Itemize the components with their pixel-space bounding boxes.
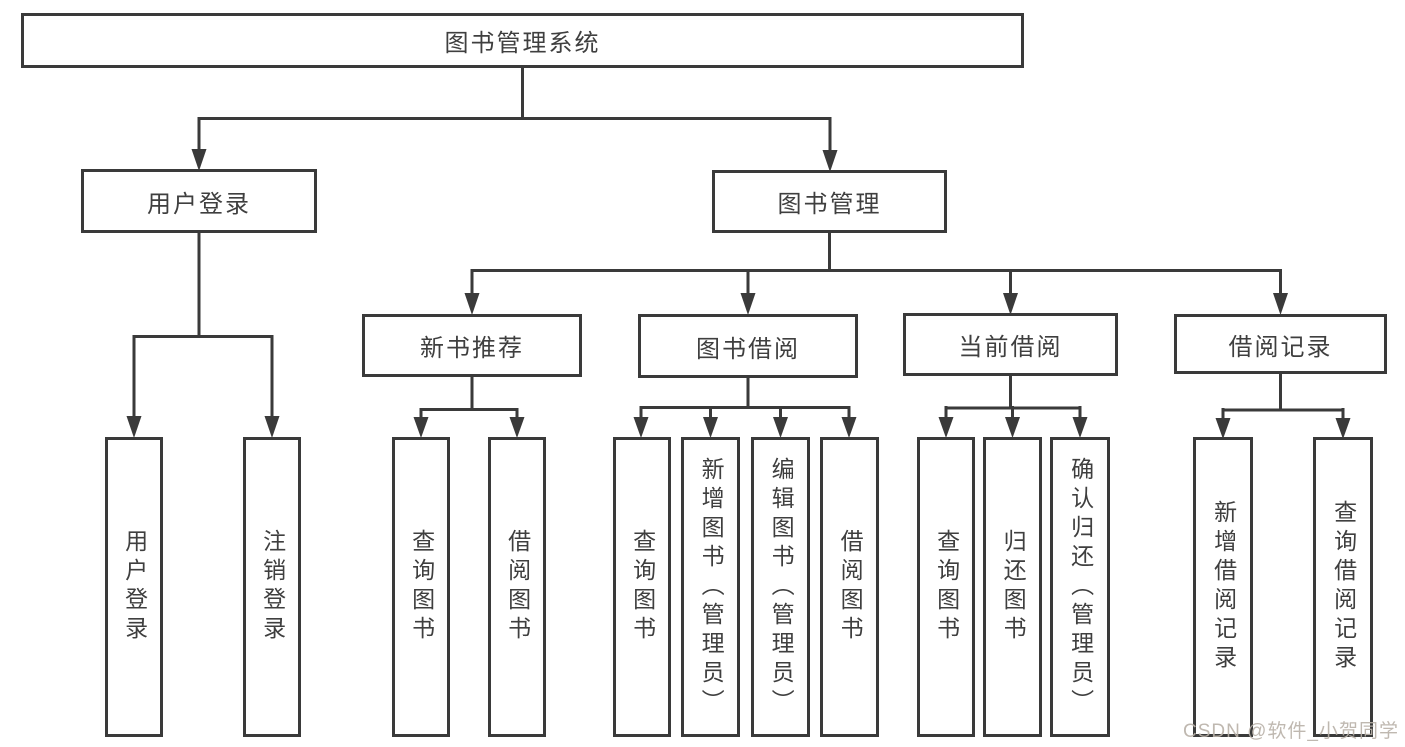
- node-book-management: 图书管理: [712, 170, 947, 233]
- leaf-query-book-current: 查询图书: [917, 437, 975, 737]
- connector-new-book-to-leaves: [413, 376, 525, 438]
- connector-root-to-level1: [191, 68, 838, 172]
- leaf-add-borrow-record: 新增借阅记录: [1193, 437, 1253, 737]
- leaf-edit-book-admin: 编辑图书（管理员）: [751, 437, 810, 737]
- leaf-confirm-return-admin: 确认归还（管理员）: [1050, 437, 1110, 737]
- connector-book-mgmt-to-level2: [464, 233, 1288, 315]
- leaf-borrow-book: 借阅图书: [820, 437, 879, 737]
- node-borrow-records: 借阅记录: [1174, 314, 1387, 374]
- leaf-query-borrow-record: 查询借阅记录: [1313, 437, 1373, 737]
- watermark-text: CSDN @软件_小贺同学: [1183, 721, 1399, 742]
- leaf-add-book-admin: 新增图书（管理员）: [681, 437, 740, 737]
- node-user-login: 用户登录: [81, 169, 317, 233]
- connector-records-to-leaves: [1215, 373, 1351, 439]
- leaf-return-book: 归还图书: [983, 437, 1042, 737]
- leaf-logout: 注销登录: [243, 437, 301, 737]
- leaf-query-book-borrow: 查询图书: [613, 437, 671, 737]
- connector-user-login-to-leaves: [126, 233, 280, 438]
- leaf-user-login: 用户登录: [105, 437, 163, 737]
- connector-book-borrow-to-leaves: [633, 377, 857, 438]
- node-root: 图书管理系统: [21, 13, 1024, 68]
- node-book-borrow: 图书借阅: [638, 314, 858, 378]
- connector-current-borrow-to-leaves: [938, 375, 1088, 438]
- leaf-borrow-book-recommend: 借阅图书: [488, 437, 546, 737]
- leaf-query-book-recommend: 查询图书: [392, 437, 450, 737]
- node-current-borrow: 当前借阅: [903, 313, 1118, 376]
- node-new-book-recommend: 新书推荐: [362, 314, 582, 377]
